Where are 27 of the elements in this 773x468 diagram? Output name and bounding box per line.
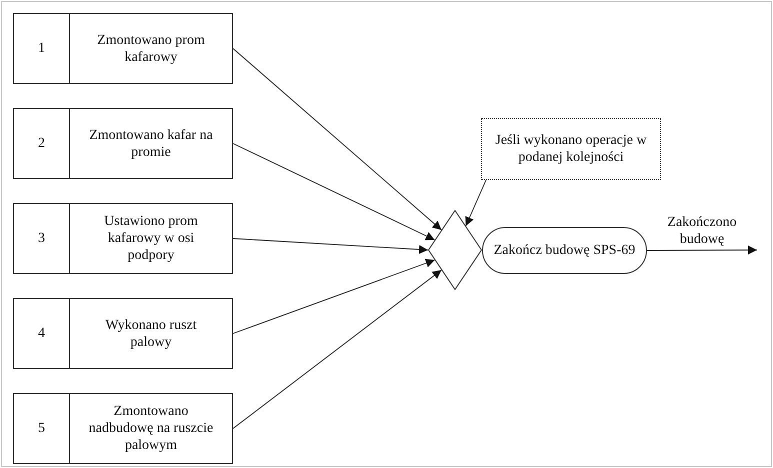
arrow — [232, 258, 436, 334]
arrow — [232, 143, 436, 240]
terminal-text: Zakończ budowę SPS-69 — [494, 242, 636, 259]
task-text: Zmontowano prom kafarowy — [96, 32, 206, 66]
task-box — [13, 298, 233, 369]
task-text: Zmontowano nadbudowę na ruszcie palowym — [88, 403, 214, 454]
decision-diamond — [428, 210, 482, 290]
step-number: 1 — [38, 40, 45, 57]
edge-label: Zakończono budowę — [666, 214, 738, 248]
arrow — [465, 180, 486, 226]
arrow — [646, 246, 758, 255]
condition-note — [481, 118, 661, 180]
task-text: Wykonano ruszt palowy — [104, 316, 198, 350]
task-box — [13, 108, 233, 179]
arrow — [232, 270, 442, 429]
task-box — [13, 393, 233, 464]
task-box — [13, 203, 233, 274]
task-text: Ustawiono prom kafarowy w osi podpory — [103, 213, 199, 264]
note-text: Jeśli wykonano operacje w podanej kolejności — [494, 132, 648, 166]
task-text: Zmontowano kafar na promie — [88, 126, 214, 160]
step-number: 4 — [38, 325, 45, 342]
step-number: 5 — [38, 420, 45, 437]
task-box — [13, 13, 233, 84]
step-number: 3 — [38, 230, 45, 247]
step-number: 2 — [38, 135, 45, 152]
arrow — [232, 48, 442, 230]
arrow — [232, 238, 428, 254]
